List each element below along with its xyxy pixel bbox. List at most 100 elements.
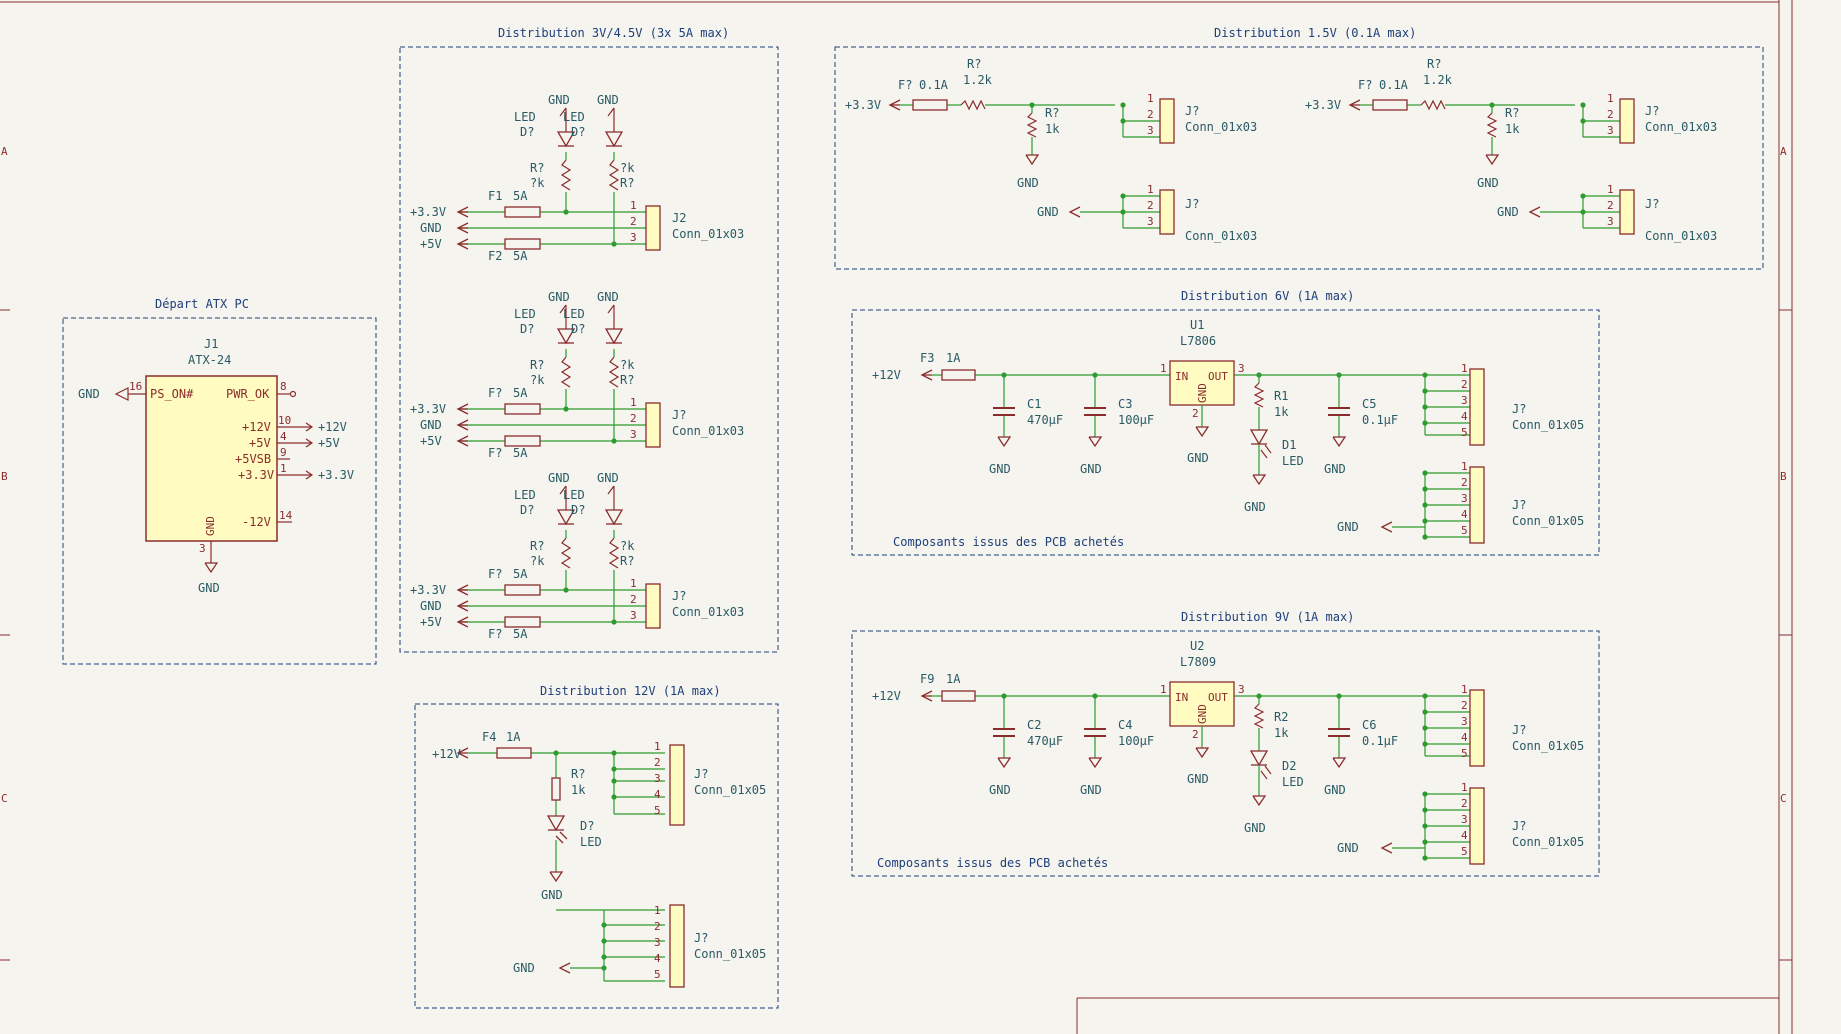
d12-conn-value: Conn_01x05 [694, 783, 766, 797]
d33-row-gnd-a: GND [548, 290, 570, 304]
d15-fuse-value: 0.1A [919, 78, 949, 92]
d15-conn2-ref: J? [1645, 197, 1659, 211]
d33-net-5v: +5V [420, 237, 442, 251]
d15-net-33v: +3.3V [1305, 98, 1341, 112]
d15-gnd-2: GND [1497, 205, 1519, 219]
d33-pin-1: 1 [630, 577, 637, 590]
d9-pin2-1: 1 [1461, 781, 1468, 794]
block-d15-title: Distribution 1.5V (0.1A max) [1214, 26, 1416, 40]
d15-pin2-2: 2 [1147, 199, 1154, 212]
atx-pin-5vsb-num: 9 [280, 446, 287, 459]
d6-regulator-in: IN [1175, 370, 1188, 383]
d9-conn2-ref: J? [1512, 819, 1526, 833]
d6-conn-ref: J? [1512, 402, 1526, 416]
d33-pin-3: 3 [630, 609, 637, 622]
border-letter-a: A [1, 145, 8, 158]
d15-pin2-1: 1 [1147, 183, 1154, 196]
d6-regulator-pin-in: 1 [1160, 362, 1167, 375]
atx-pin-5v-num: 4 [280, 430, 287, 443]
border-letter-c: C [1, 792, 8, 805]
d33-conn-value: Conn_01x03 [672, 227, 744, 241]
border-letters: A B C A B C [1, 145, 1787, 805]
d12-net-12v: +12V [432, 747, 461, 761]
d12-pin2-3: 3 [654, 936, 661, 949]
block-d33-title: Distribution 3V/4.5V (3x 5A max) [498, 26, 729, 40]
d6-c5-ref: C5 [1362, 397, 1376, 411]
d33-net-gnd: GND [420, 599, 442, 613]
d33-r-b-value: ?k [620, 539, 635, 553]
atx-pin-m12v: -12V [242, 515, 271, 529]
d33-pin-2: 2 [630, 593, 637, 606]
d12-conn2-value: Conn_01x05 [694, 947, 766, 961]
d33-fuse2-ref: F2 [488, 249, 502, 263]
d9-c1-value: 470µF [1027, 734, 1063, 748]
atx-value: ATX-24 [188, 353, 231, 367]
d33-pin-2: 2 [630, 215, 637, 228]
d9-gnd-c1: GND [989, 783, 1011, 797]
d33-net-5v: +5V [420, 615, 442, 629]
d12-fuse-ref: F4 [482, 730, 496, 744]
d12-pin-2: 2 [654, 756, 661, 769]
block-atx: Départ ATX PC J1 ATX-24 PS_ON# 16 PWR_OK… [62, 297, 377, 665]
atx-connector-body[interactable] [145, 375, 278, 542]
d6-regulator-gnd: GND [1196, 383, 1209, 403]
d15-net-33v: +3.3V [845, 98, 881, 112]
d9-pin-1: 1 [1461, 683, 1468, 696]
d9-fuse-value: 1A [946, 672, 961, 686]
d9-conn2-value: Conn_01x05 [1512, 835, 1584, 849]
block-d6-note: Composants issus des PCB achetés [893, 535, 1124, 549]
d9-pin-5: 5 [1461, 747, 1468, 760]
d15-pin-2: 2 [1607, 108, 1614, 121]
d15-pin2-3: 3 [1147, 215, 1154, 228]
d12-pin-1: 1 [654, 740, 661, 753]
d9-pin2-4: 4 [1461, 829, 1468, 842]
d6-conn2-value: Conn_01x05 [1512, 514, 1584, 528]
border-letter-b: B [1, 470, 8, 483]
atx-pin-33v: +3.3V [238, 468, 274, 482]
d15-pin2-1: 1 [1607, 183, 1614, 196]
atx-net-gnd-left: GND [78, 387, 100, 401]
d6-conn2-ref: J? [1512, 498, 1526, 512]
d9-pin2-3: 3 [1461, 813, 1468, 826]
d33-net-33v: +3.3V [410, 583, 446, 597]
d33-conn-ref: J? [672, 589, 686, 603]
d9-gnd-reg: GND [1187, 772, 1209, 786]
d9-conn-ref: J? [1512, 723, 1526, 737]
d6-pin2-3: 3 [1461, 492, 1468, 505]
d15-pin2-2: 2 [1607, 199, 1614, 212]
d12-fuse-value: 1A [506, 730, 521, 744]
d9-gnd-c5: GND [1324, 783, 1346, 797]
d33-led-b-label: LED [563, 110, 585, 124]
d33-fuse1-ref: F? [488, 386, 502, 400]
d12-conn-ref: J? [694, 767, 708, 781]
d6-c1-value: 470µF [1027, 413, 1063, 427]
d33-row-gnd-a: GND [548, 471, 570, 485]
atx-pin-gnd: GND [204, 516, 217, 536]
d12-conn2-ref: J? [694, 931, 708, 945]
d9-gnd-c2: GND [1080, 783, 1102, 797]
d15-unit-2: +3.3VF?0.1AR?1.2kR?1kGNDGNDJ?Conn_01x03J… [1305, 57, 1717, 243]
d15-conn-ref: J? [1645, 104, 1659, 118]
d15-r2-ref: R? [1045, 106, 1059, 120]
d33-r-a-value: ?k [530, 176, 545, 190]
d33-fuse2-ref: F? [488, 446, 502, 460]
d33-fuse2-ref: F? [488, 627, 502, 641]
block-d15: Distribution 1.5V (0.1A max) +3.3V F? 0.1A… [834, 26, 1764, 270]
d33-led-b-ref: D? [571, 322, 585, 336]
d9-c5-ref: C6 [1362, 718, 1376, 732]
d15-fuse-ref: F? [898, 78, 912, 92]
d9-c1-ref: C2 [1027, 718, 1041, 732]
d33-led-a-label: LED [514, 307, 536, 321]
d9-pin2-5: 5 [1461, 845, 1468, 858]
d6-pin2-4: 4 [1461, 508, 1468, 521]
d12-pin2-5: 5 [654, 968, 661, 981]
d15-pin-1: 1 [1607, 92, 1614, 105]
atx-pin-12v: +12V [242, 420, 271, 434]
d33-fuse1-ref: F? [488, 567, 502, 581]
d33-row-gnd-b: GND [597, 93, 619, 107]
d9-pin-4: 4 [1461, 731, 1468, 744]
d6-regulator-value: L7806 [1180, 334, 1216, 348]
d9-c5-value: 0.1µF [1362, 734, 1398, 748]
d33-led-b-ref: D? [571, 125, 585, 139]
d33-pin-3: 3 [630, 231, 637, 244]
